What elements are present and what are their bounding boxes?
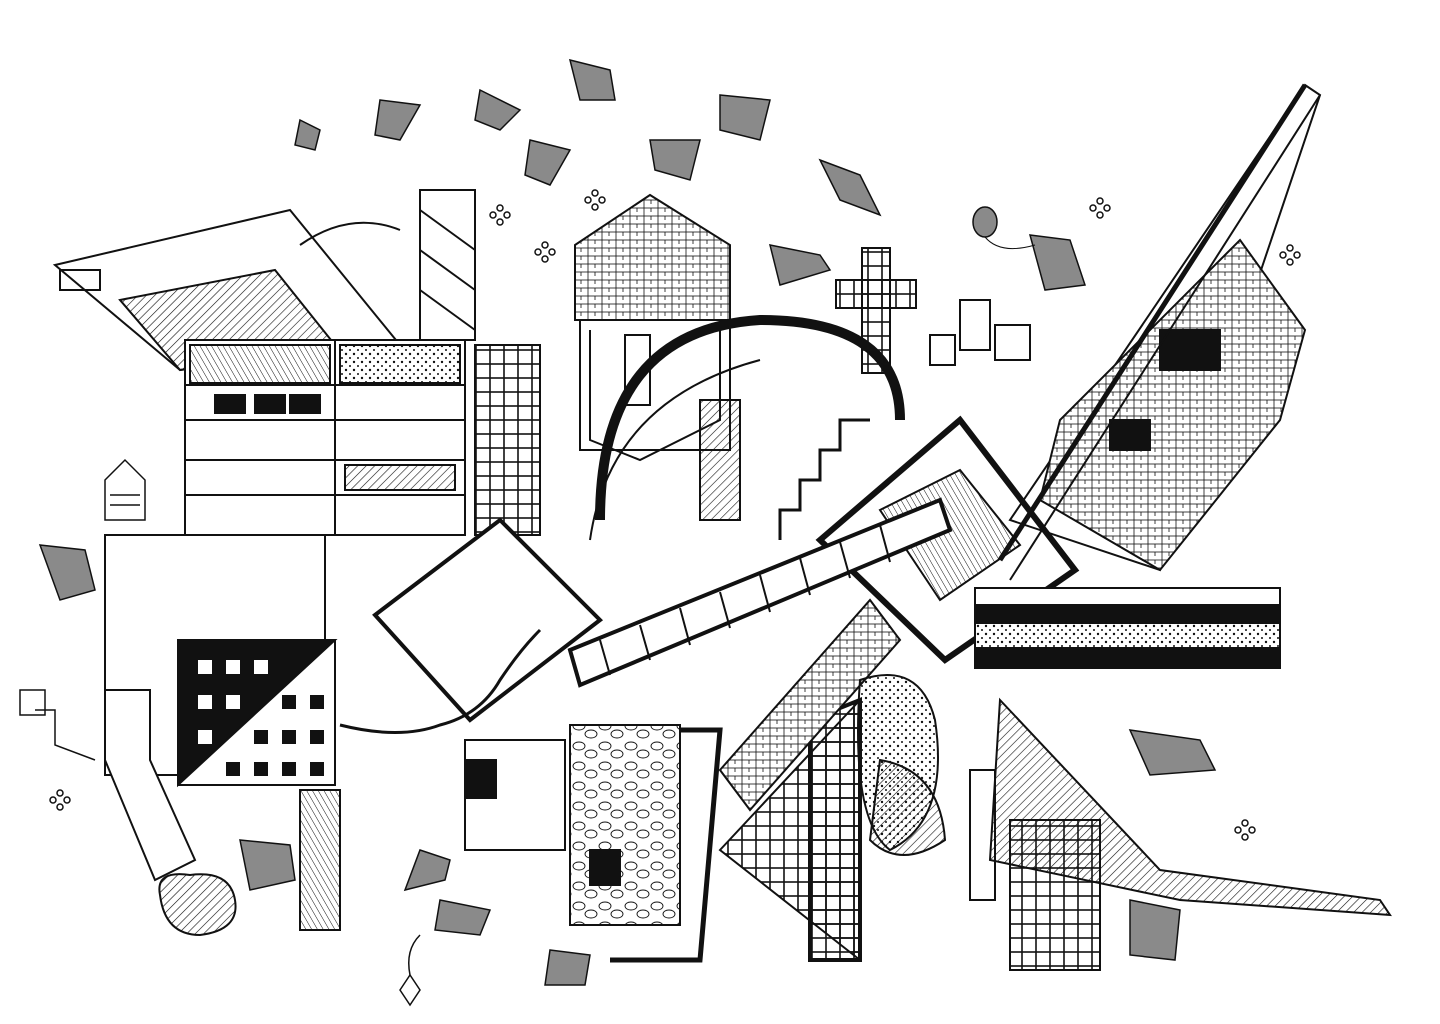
diagonal-skyscraper bbox=[997, 83, 1322, 581]
drawing-group bbox=[52, 83, 1392, 971]
plus-grid bbox=[835, 247, 917, 374]
tree-icon bbox=[158, 873, 237, 937]
balloon-icon bbox=[972, 206, 1036, 250]
left-main-building bbox=[184, 339, 466, 536]
tall-tower bbox=[419, 189, 541, 536]
small-house-outline bbox=[19, 458, 146, 761]
stone-column bbox=[569, 724, 723, 963]
grid-facade bbox=[104, 534, 338, 882]
kite-icon bbox=[399, 934, 421, 1007]
staircase bbox=[699, 399, 870, 540]
floating-figure-icon bbox=[38, 58, 1217, 986]
lower-right-ground bbox=[969, 697, 1392, 971]
small-blocks bbox=[929, 299, 1031, 366]
curvy-road bbox=[339, 628, 542, 734]
perspective-grid bbox=[718, 697, 862, 963]
ground-blobs bbox=[857, 674, 947, 856]
diamond-frames bbox=[372, 415, 1080, 723]
stair-column bbox=[299, 789, 341, 931]
ladder-beam bbox=[567, 497, 953, 688]
floating-figures bbox=[19, 58, 1301, 1007]
brick-band bbox=[718, 598, 902, 812]
striped-beam bbox=[974, 587, 1281, 669]
flower-dots-icon bbox=[49, 189, 1301, 841]
